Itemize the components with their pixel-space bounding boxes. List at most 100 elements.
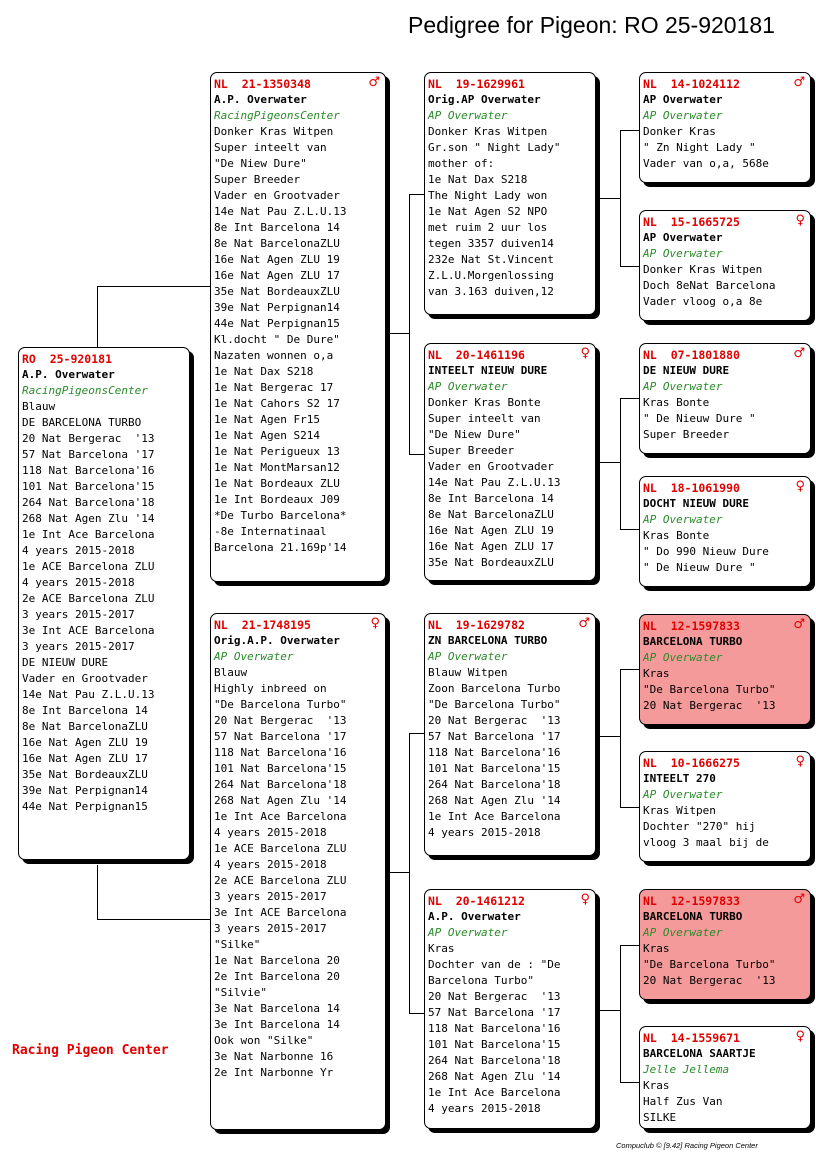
- connector-line: [620, 669, 621, 807]
- club-name: AP Overwater: [643, 788, 723, 801]
- owner-name: A.P. Overwater: [428, 910, 521, 923]
- male-icon: ♂: [578, 616, 590, 631]
- info-line: 2e Int Narbonne Yr: [214, 1066, 334, 1079]
- info-line: Kras: [643, 1079, 670, 1092]
- info-line: 1e Nat MontMarsan12: [214, 461, 340, 474]
- female-icon: ♀: [370, 616, 380, 631]
- brand-label: Racing Pigeon Center: [12, 1043, 169, 1058]
- connector-line: [387, 872, 409, 873]
- info-line: Blauw: [214, 666, 248, 679]
- connector-line: [620, 945, 640, 946]
- info-line: 3 years 2015-2017: [214, 922, 327, 935]
- ring-number: NL 15-1665725: [643, 215, 740, 229]
- info-line: 264 Nat Barcelona'18: [428, 778, 561, 791]
- ring-number: NL 07-1801880: [643, 348, 740, 362]
- info-line: tegen 3357 duiven14: [428, 237, 554, 250]
- owner-name: BARCELONA TURBO: [643, 910, 743, 923]
- info-line: 1e Nat Agen Fr15: [214, 413, 320, 426]
- info-line: 101 Nat Barcelona'15: [428, 762, 561, 775]
- info-line: Super Breeder: [643, 428, 730, 441]
- connector-line: [600, 198, 620, 199]
- info-line: 8e Int Barcelona 14: [428, 492, 554, 505]
- info-line: 2e Int Barcelona 20: [214, 970, 340, 983]
- info-line: Kras Witpen: [643, 804, 716, 817]
- info-line: 20 Nat Bergerac '13: [214, 714, 347, 727]
- info-line: 2e ACE Barcelona ZLU: [22, 592, 155, 605]
- ring-number: NL 21-1350348: [214, 77, 311, 91]
- info-line: Kras Bonte: [643, 396, 710, 409]
- connector-line: [409, 194, 410, 454]
- connector-line: [620, 398, 640, 399]
- info-line: vloog 3 maal bij de: [643, 836, 769, 849]
- info-line: 8e Int Barcelona 14: [214, 221, 340, 234]
- info-line: 16e Nat Agen ZLU 19: [428, 524, 554, 537]
- connector-line: [409, 454, 425, 455]
- info-line: 14e Nat Pau Z.L.U.13: [428, 476, 561, 489]
- info-line: 3e Int Barcelona 14: [214, 1018, 340, 1031]
- connector-line: [620, 398, 621, 529]
- info-line: 232e Nat St.Vincent: [428, 253, 554, 266]
- info-line: DE NIEUW DURE: [22, 656, 109, 669]
- info-line: 1e Nat Agen S214: [214, 429, 320, 442]
- info-line: Zoon Barcelona Turbo: [428, 682, 561, 695]
- connector-line: [409, 1013, 425, 1014]
- info-line: The Night Lady won: [428, 189, 548, 202]
- info-line: 1e Int Bordeaux J09: [214, 493, 340, 506]
- info-line: 101 Nat Barcelona'15: [214, 762, 347, 775]
- info-line: 118 Nat Barcelona'16: [428, 1022, 561, 1035]
- info-line: "De Niew Dure": [428, 428, 521, 441]
- info-line: Blauw: [22, 400, 56, 413]
- owner-name: Orig.AP Overwater: [428, 93, 541, 106]
- ring-number: NL 14-1559671: [643, 1031, 740, 1045]
- ring-number: NL 12-1597833: [643, 894, 740, 908]
- ring-number: NL 21-1748195: [214, 618, 311, 632]
- info-line: Barcelona Turbo": [428, 974, 534, 987]
- info-line: "Silke": [214, 938, 261, 951]
- club-name: AP Overwater: [643, 926, 723, 939]
- info-line: Super inteelt van: [428, 412, 541, 425]
- info-line: Donker Kras: [643, 125, 716, 138]
- info-line: 101 Nat Barcelona'15: [428, 1038, 561, 1051]
- info-line: 3e Int ACE Barcelona: [214, 906, 347, 919]
- club-name: RacingPigeonsCenter: [22, 384, 148, 397]
- info-line: "De Niew Dure": [214, 157, 307, 170]
- connector-line: [409, 733, 410, 1013]
- ring-number: RO 25-920181: [22, 352, 113, 366]
- info-line: Highly inbreed on: [214, 682, 327, 695]
- info-line: 8e Nat BarcelonaZLU: [214, 237, 340, 250]
- info-line: 101 Nat Barcelona'15: [22, 480, 155, 493]
- female-icon: ♀: [795, 1029, 805, 1044]
- info-line: Z.L.U.Morgenlossing: [428, 269, 554, 282]
- info-line: Half Zus Van: [643, 1095, 723, 1108]
- info-line: 35e Nat BordeauxZLU: [214, 285, 340, 298]
- info-line: Super Breeder: [214, 173, 301, 186]
- info-line: 1e Nat Dax S218: [214, 365, 314, 378]
- owner-name: AP Overwater: [643, 93, 723, 106]
- info-line: Vader en Grootvader: [22, 672, 148, 685]
- info-line: van 3.163 duiven,12: [428, 285, 554, 298]
- info-line: 16e Nat Agen ZLU 17: [428, 540, 554, 553]
- owner-name: Orig.A.P. Overwater: [214, 634, 340, 647]
- info-line: Super inteelt van: [214, 141, 327, 154]
- info-line: 20 Nat Bergerac '13: [643, 974, 776, 987]
- female-icon: ♀: [795, 754, 805, 769]
- connector-line: [620, 266, 640, 267]
- male-icon: ♂: [793, 346, 805, 361]
- ring-number: NL 14-1024112: [643, 77, 740, 91]
- info-line: Nazaten wonnen o,a: [214, 349, 334, 362]
